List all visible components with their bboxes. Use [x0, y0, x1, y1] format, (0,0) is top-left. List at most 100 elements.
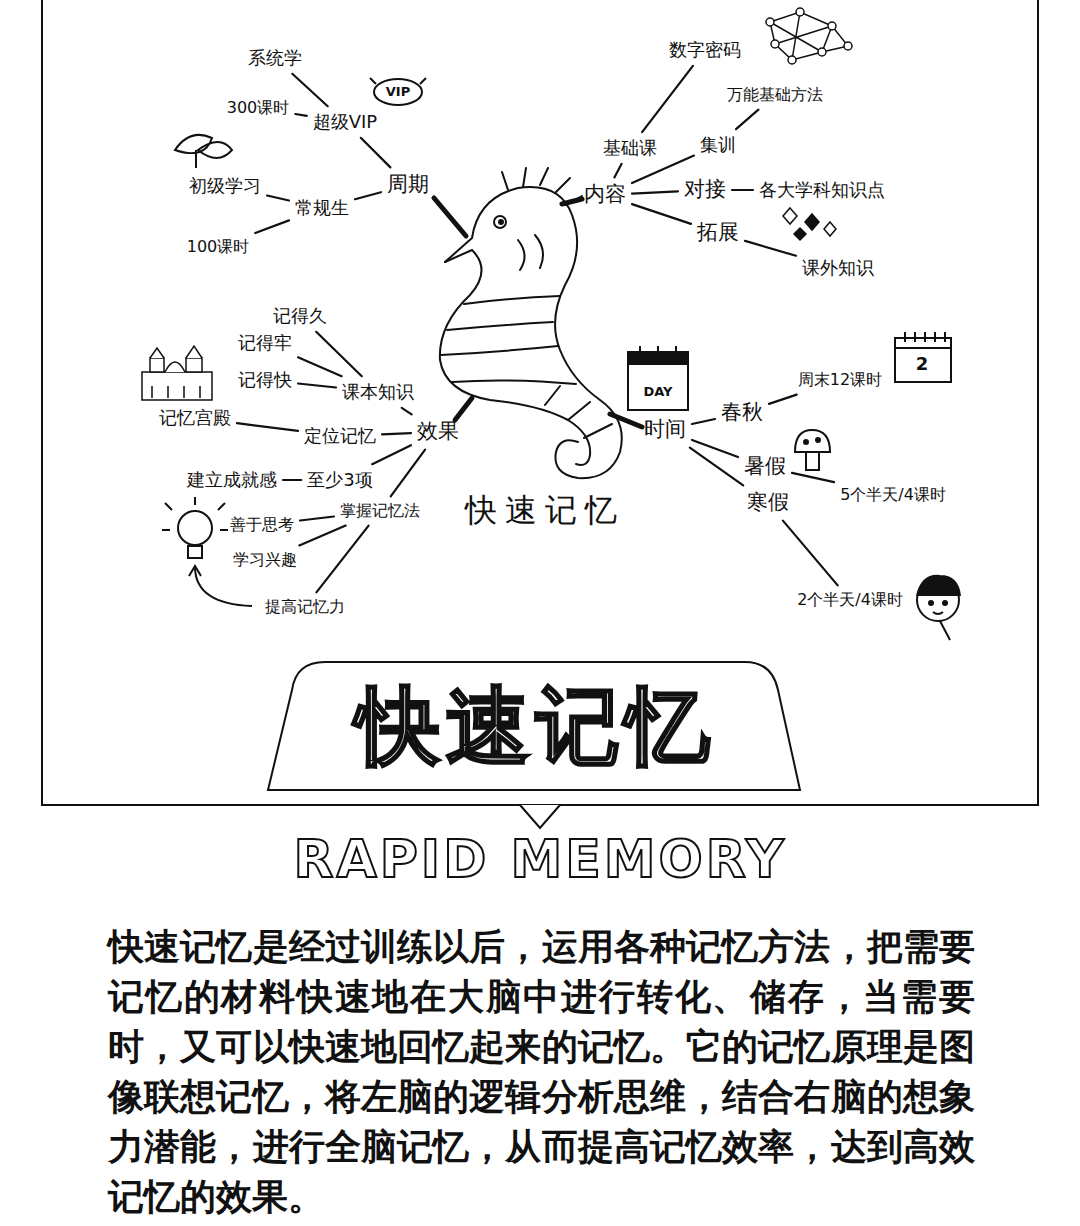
- branch-line: [267, 196, 289, 201]
- branch-line: [298, 384, 336, 388]
- branch-topic: 周期: [384, 170, 432, 199]
- topic-text: 记得久: [273, 305, 327, 327]
- topic-text: 课本知识: [342, 381, 414, 403]
- title-banner: [268, 662, 800, 790]
- branch-line: [292, 74, 327, 106]
- branch-topic: 基础课: [600, 135, 660, 161]
- topic-text: 学习兴趣: [233, 550, 297, 569]
- topic-text: 对接: [684, 177, 726, 202]
- branch-line: [745, 241, 796, 256]
- mushroom-icon: [795, 430, 830, 452]
- branch-line: [298, 357, 342, 376]
- seahorse: [434, 168, 642, 478]
- topic-text: 各大学科知识点: [759, 179, 885, 201]
- branch-line: [614, 164, 621, 178]
- branch-topic: 内容: [581, 180, 629, 209]
- topic-text: 效果: [417, 419, 459, 444]
- calendar-icon: [895, 332, 951, 382]
- seahorse: [441, 296, 612, 438]
- lightbulb-icon: [178, 511, 212, 545]
- topic-text: 数字密码: [669, 39, 741, 61]
- seahorse: [562, 199, 582, 204]
- topic-text: 300课时: [227, 98, 290, 117]
- branch-line: [690, 448, 743, 486]
- branch-line: [355, 192, 381, 199]
- seahorse: [610, 414, 642, 427]
- branch-topic: 学习兴趣: [230, 548, 300, 571]
- branch-line: [402, 408, 412, 415]
- topic-text: 系统学: [248, 47, 302, 69]
- topic-text: 记得快: [238, 369, 292, 391]
- palace-icon: [186, 358, 202, 372]
- topic-text: 课外知识: [802, 257, 874, 279]
- branch-topic: 2个半天/4课时: [794, 588, 906, 611]
- topic-text: 100课时: [187, 237, 250, 256]
- branch-line: [255, 220, 289, 233]
- branch-line: [642, 66, 693, 132]
- girl-icon: [933, 612, 943, 614]
- palace-icon: [142, 346, 212, 400]
- mushroom-icon: [816, 438, 820, 442]
- branch-line: [382, 433, 411, 434]
- branch-line: [692, 419, 715, 424]
- branch-line: [372, 445, 411, 464]
- branch-topic: 周末12课时: [795, 368, 885, 391]
- network-icon: [766, 18, 774, 26]
- topic-text: 内容: [584, 182, 626, 207]
- icon-label: VIP: [386, 85, 410, 99]
- mushroom-icon: [806, 452, 819, 470]
- seahorse: [499, 220, 503, 224]
- branch-line: [783, 521, 838, 586]
- branch-topic: 拓展: [694, 218, 742, 247]
- branch-line: [316, 526, 368, 593]
- topic-text: 拓展: [697, 220, 739, 245]
- branch-topic: 系统学: [245, 45, 305, 71]
- network-icon: [844, 42, 852, 50]
- branch-topic: 100课时: [184, 235, 253, 258]
- branch-topic: 记得久: [270, 303, 330, 329]
- branch-line: [736, 110, 758, 130]
- branch-topic: 寒假: [744, 488, 792, 517]
- mushroom-icon: [795, 430, 830, 470]
- seahorse: [445, 187, 622, 478]
- branch-line: [300, 517, 334, 521]
- topic-text: 万能基础方法: [727, 85, 823, 104]
- branch-topic: 春秋: [718, 398, 766, 427]
- topic-text: 记得牢: [238, 332, 292, 354]
- branch-line: [769, 395, 797, 404]
- seahorse: [440, 250, 590, 465]
- network-icon: [828, 22, 836, 30]
- branch-line: [391, 450, 425, 497]
- branch-topic: 至少3项: [304, 467, 375, 493]
- central-topic: 快速记忆: [462, 489, 628, 531]
- diamonds-icon: [805, 214, 819, 230]
- frame: [520, 805, 560, 828]
- network-icon: [796, 8, 804, 16]
- branch-topic: 时间: [641, 415, 689, 444]
- title-banner: [268, 662, 800, 790]
- topic-text: 至少3项: [307, 469, 372, 491]
- branch-topic: 课外知识: [799, 255, 877, 281]
- description-paragraph: 快速记忆是经过训练以后，运用各种记忆方法，把需要记忆的材料快速地在大脑中进行转化…: [108, 922, 975, 1222]
- frame: [42, 0, 1038, 828]
- branch-topic: 提高记忆力: [262, 595, 348, 618]
- branch-topic: 对接: [681, 175, 729, 204]
- branch-topic: 善于思考: [227, 513, 297, 536]
- branch-topic: 暑假: [741, 452, 789, 481]
- topic-text: 善于思考: [230, 515, 294, 534]
- palace-icon: [142, 372, 212, 400]
- topic-text: 超级VIP: [313, 111, 377, 133]
- calendar-icon: [895, 332, 951, 348]
- icon-label: DAY: [643, 385, 672, 399]
- topic-text: 周期: [387, 172, 429, 197]
- topic-text: 常规生: [295, 197, 349, 219]
- girl-icon: [943, 601, 947, 605]
- vip-badge: [370, 78, 426, 105]
- branch-topic: 建立成就感: [184, 467, 280, 493]
- branch-topic: 效果: [414, 417, 462, 446]
- palace-icon: [152, 386, 200, 398]
- branch-line: [283, 479, 301, 481]
- branch-line: [732, 189, 753, 191]
- day-calendar-icon: [628, 346, 688, 410]
- lightbulb-icon: [188, 546, 202, 558]
